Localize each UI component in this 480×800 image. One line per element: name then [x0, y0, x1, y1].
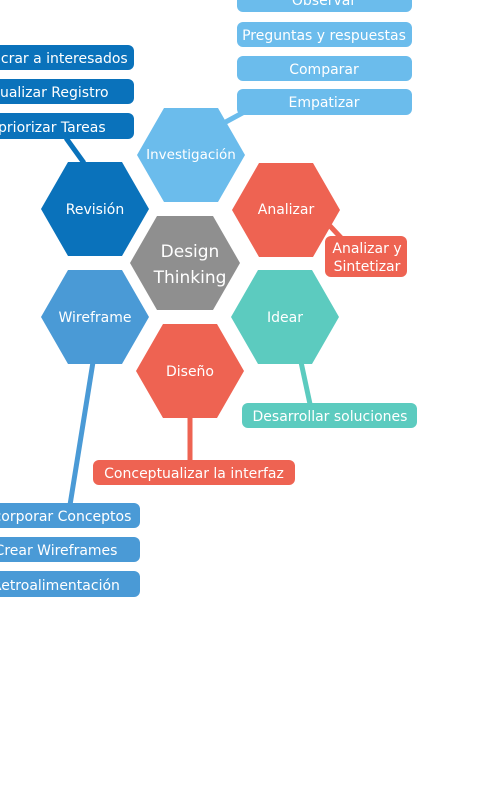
- tag-empatizar-label: Empatizar: [288, 95, 359, 111]
- tag-incorporar-conceptos[interactable]: Incorporar Conceptos: [0, 503, 140, 528]
- hexagon-design-thinking[interactable]: Design Thinking: [130, 216, 240, 310]
- tag-analizar-sintetizar[interactable]: Analizar y Sintetizar: [325, 236, 407, 277]
- tag-observar-label: Observar: [292, 0, 356, 9]
- tag-conceptualizar-interfaz-label: Conceptualizar la interfaz: [104, 466, 284, 482]
- tag-preguntas[interactable]: Preguntas y respuestas: [237, 22, 412, 47]
- tag-comparar-label: Comparar: [289, 62, 359, 78]
- tag-preguntas-box: [237, 22, 412, 47]
- tag-empatizar[interactable]: Empatizar: [237, 89, 412, 115]
- tag-involucrar-label: Involucrar a interesados: [0, 51, 128, 67]
- tag-incorporar-conceptos-label: Incorporar Conceptos: [0, 509, 131, 525]
- hexagon-idear[interactable]: Idear: [231, 270, 339, 364]
- hexagon-diseno[interactable]: Diseño: [136, 324, 244, 418]
- connector-revision: [63, 136, 87, 165]
- hexagon-investigacion[interactable]: Investigación: [137, 108, 245, 202]
- tag-repriorizar-box: [0, 113, 134, 139]
- connector-wireframe: [67, 361, 96, 506]
- hexagon-wireframe-label: Wireframe: [58, 310, 131, 326]
- tag-comparar-box: [237, 56, 412, 81]
- hexagon-investigacion-shape: [137, 108, 245, 202]
- tag-analizar-sintetizar-line1: Analizar y: [332, 241, 401, 257]
- hexagon-analizar-shape: [232, 163, 340, 257]
- tag-comparar[interactable]: Comparar: [237, 56, 412, 81]
- hexagon-revision[interactable]: Revisión: [41, 162, 149, 256]
- hexagon-revision-shape: [41, 162, 149, 256]
- center-title-line1: Design: [161, 242, 220, 262]
- tag-crear-wireframes-box: [0, 537, 140, 562]
- hexagon-center-shape: [130, 216, 240, 310]
- tag-retroalimentacion-box: [0, 571, 140, 597]
- tag-desarrollar-soluciones-label: Desarrollar soluciones: [253, 409, 408, 425]
- tag-involucrar[interactable]: Involucrar a interesados: [0, 45, 134, 70]
- tag-desarrollar-soluciones-box: [242, 403, 417, 428]
- tag-actualizar-label: Actualizar Registro: [0, 85, 109, 101]
- tag-conceptualizar-interfaz-box: [93, 460, 295, 485]
- tag-observar[interactable]: Observar: [237, 0, 412, 12]
- hexagon-investigacion-label: Investigación: [146, 147, 236, 163]
- hexagon-analizar-label: Analizar: [258, 202, 315, 218]
- tag-crear-wireframes-label: Crear Wireframes: [0, 543, 117, 559]
- tag-actualizar[interactable]: Actualizar Registro: [0, 79, 134, 104]
- tag-desarrollar-soluciones[interactable]: Desarrollar soluciones: [242, 403, 417, 428]
- hexagon-diseno-shape: [136, 324, 244, 418]
- tag-analizar-sintetizar-box: [325, 236, 407, 277]
- tag-retroalimentacion-label: Retroalimentación: [0, 578, 120, 594]
- tag-conceptualizar-interfaz[interactable]: Conceptualizar la interfaz: [93, 460, 295, 485]
- hexagon-diseno-label: Diseño: [166, 364, 214, 380]
- connector-idear: [298, 361, 313, 405]
- tag-analizar-sintetizar-line2: Sintetizar: [334, 259, 401, 275]
- tag-repriorizar[interactable]: Repriorizar Tareas: [0, 113, 134, 139]
- tag-repriorizar-label: Repriorizar Tareas: [0, 120, 106, 136]
- center-title-line2: Thinking: [153, 268, 227, 288]
- hexagon-idear-label: Idear: [267, 310, 303, 326]
- hexagon-idear-shape: [231, 270, 339, 364]
- hexagon-wireframe-shape: [41, 270, 149, 364]
- tag-retroalimentacion[interactable]: Retroalimentación: [0, 571, 140, 597]
- hexagon-analizar[interactable]: Analizar: [232, 163, 340, 257]
- connectors: [63, 108, 347, 506]
- tag-actualizar-box: [0, 79, 134, 104]
- tag-involucrar-box: [0, 45, 134, 70]
- tag-empatizar-box: [237, 89, 412, 115]
- tag-crear-wireframes[interactable]: Crear Wireframes: [0, 537, 140, 562]
- tag-incorporar-conceptos-box: [0, 503, 140, 528]
- tag-preguntas-label: Preguntas y respuestas: [242, 28, 406, 44]
- hexagon-revision-label: Revisión: [66, 202, 125, 218]
- hexagon-wireframe[interactable]: Wireframe: [41, 270, 149, 364]
- tag-observar-box: [237, 0, 412, 12]
